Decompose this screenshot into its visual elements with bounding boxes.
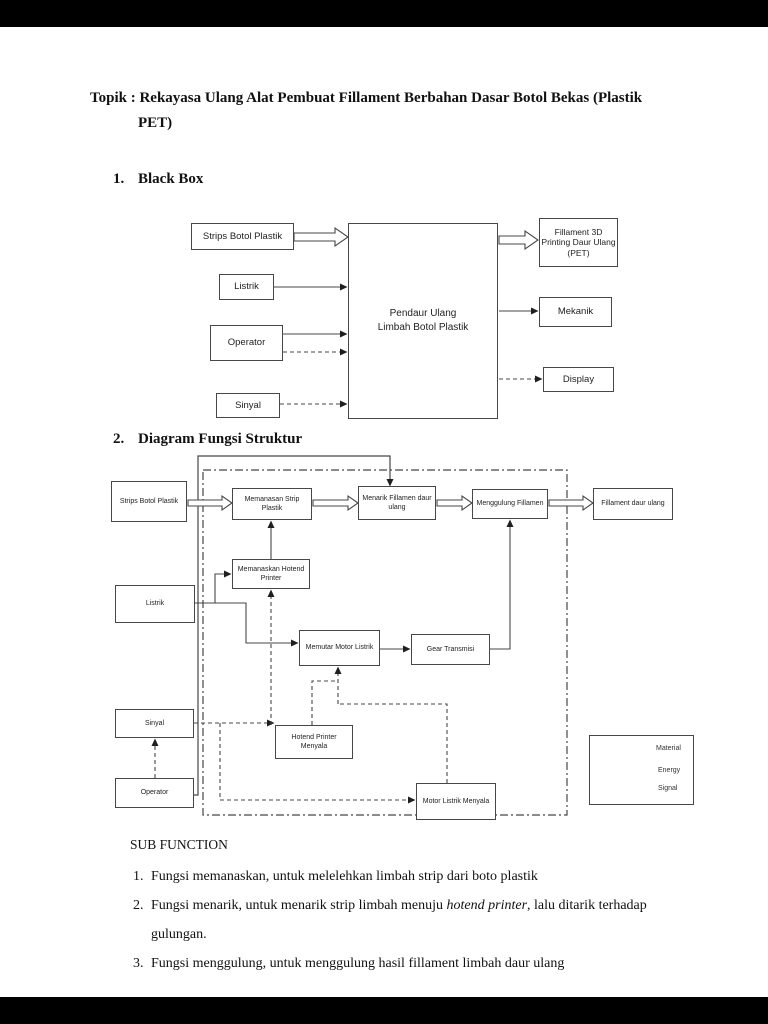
section-number: 1. — [113, 171, 125, 187]
fungsi-listrik: Listrik — [115, 585, 195, 623]
box-label: Operator — [227, 337, 266, 349]
list-item-text-post: , lalu ditarik terhadap gulungan. — [151, 898, 647, 942]
sub-function-list: 1. Fungsi memanaskan, untuk melelehkan l… — [133, 862, 713, 978]
blackbox-input-operator: Operator — [210, 325, 283, 361]
fungsi-strips-botol-plastik: Strips Botol Plastik — [111, 481, 187, 522]
document-title-line2: PET) — [138, 115, 173, 131]
blackbox-input-listrik: Listrik — [219, 274, 274, 300]
fungsi-sinyal: Sinyal — [115, 709, 194, 738]
section-label: Black Box — [138, 171, 204, 187]
material-arrow-menarik-to-menggulung — [436, 494, 473, 512]
signal-motor-menyala-branch — [338, 703, 448, 783]
section-number: 2. — [113, 431, 125, 447]
energy-gear-to-menggulung — [490, 519, 514, 650]
section-label: Diagram Fungsi Struktur — [138, 431, 303, 447]
fungsi-struktur-connectors — [151, 455, 594, 816]
energy-feedback-operator-to-menarik — [194, 455, 394, 796]
box-label: Memutar Motor Listrik — [305, 644, 374, 652]
blackbox-input-strips: Strips Botol Plastik — [191, 223, 294, 250]
list-item: 1. Fungsi memanaskan, untuk melelehkan l… — [133, 862, 713, 891]
fungsi-memanasan-strip: Memanasan Strip Plastik — [232, 488, 312, 520]
black-box-connectors — [274, 226, 543, 408]
blackbox-process: Pendaur Ulang Limbah Botol Plastik — [348, 223, 498, 419]
section-heading-diagram-fungsi: 2. Diagram Fungsi Struktur — [113, 431, 302, 448]
list-item-text-italic: hotend printer — [446, 898, 528, 913]
material-arrow-blackbox-to-fillament — [498, 229, 539, 251]
fungsi-menarik-fillamen: Menarik Fillamen daur ulang — [358, 486, 436, 520]
box-label: Sinyal — [235, 399, 261, 411]
legend-box — [589, 735, 694, 805]
fungsi-gear-transmisi: Gear Transmisi — [411, 634, 490, 665]
box-label: Menarik Fillamen daur ulang — [362, 494, 432, 511]
box-label: Sinyal — [144, 719, 165, 727]
box-label: Strips Botol Plastik — [119, 497, 179, 505]
list-item-number: 2. — [133, 898, 144, 913]
list-item-number: 1. — [133, 869, 144, 884]
fungsi-motor-menyala: Motor Listrik Menyala — [416, 783, 496, 820]
box-label: Listrik — [145, 600, 165, 608]
box-label: Gear Transmisi — [426, 645, 475, 653]
legend-material-label: Material — [656, 745, 681, 752]
box-label: Memanasan Strip Plastik — [244, 495, 300, 512]
legend-energy-label: Energy — [658, 767, 681, 774]
blackbox-output-mekanik: Mekanik — [539, 297, 612, 327]
list-item-text: Fungsi menarik, untuk menarik strip limb… — [151, 891, 696, 949]
system-boundary-dashdot — [202, 469, 568, 816]
fungsi-menggulung-fillamen: Menggulung Fillamen — [472, 489, 548, 519]
fungsi-memanaskan-hotend: Memanaskan Hotend Printer — [232, 559, 310, 589]
box-label: Display — [562, 373, 595, 385]
box-label: Fillament daur ulang — [601, 500, 665, 508]
box-label: Fillament 3D Printing Daur Ulang (PET) — [541, 226, 616, 258]
sub-function-heading: SUB FUNCTION — [130, 837, 228, 852]
box-label: Motor Listrik Menyala — [422, 797, 490, 805]
box-label: Listrik — [234, 281, 259, 293]
box-label: Mekanik — [557, 306, 594, 318]
signal-sinyal-to-motor-menyala — [219, 723, 416, 804]
box-label: Memanaskan Hotend Printer — [237, 565, 305, 582]
blackbox-output-display: Display — [543, 367, 614, 392]
fungsi-hotend-menyala: Hotend Printer Menyala — [275, 725, 353, 759]
material-arrow-strips-to-memanasan — [187, 494, 233, 512]
blackbox-input-sinyal: Sinyal — [216, 393, 280, 418]
box-label: Hotend Printer Menyala — [291, 733, 337, 750]
list-item: 3. Fungsi menggulung, untuk menggulung h… — [133, 949, 713, 978]
box-label: Pendaur Ulang Limbah Botol Plastik — [377, 307, 469, 334]
document-title: Topik : Rekayasa Ulang Alat Pembuat Fill… — [90, 86, 680, 136]
list-item-text: Fungsi memanaskan, untuk melelehkan limb… — [151, 869, 538, 884]
list-item-number: 3. — [133, 956, 144, 971]
box-label: Operator — [140, 789, 169, 797]
material-arrow-memanasan-to-menarik — [312, 494, 359, 512]
section-heading-black-box: 1. Black Box — [113, 171, 203, 188]
energy-listrik-to-memutar — [195, 602, 299, 647]
blackbox-output-fillament: Fillament 3D Printing Daur Ulang (PET) — [539, 218, 618, 267]
box-label: Strips Botol Plastik — [202, 230, 283, 242]
legend-signal-label: Signal — [658, 785, 678, 792]
material-arrow-strips-to-blackbox — [293, 226, 349, 248]
material-arrow-menggulung-to-fillament — [548, 494, 594, 512]
list-item-text-pre: Fungsi menarik, untuk menarik strip limb… — [151, 898, 447, 913]
list-item: 2. Fungsi menarik, untuk menarik strip l… — [133, 891, 713, 949]
energy-listrik-to-heater — [195, 570, 232, 604]
fungsi-fillament-daur-ulang: Fillament daur ulang — [593, 488, 673, 520]
box-label: Menggulung Fillamen — [476, 500, 544, 508]
bottom-letterbox-bar — [0, 997, 768, 1024]
top-letterbox-bar — [0, 0, 768, 27]
document-title-line1: Topik : Rekayasa Ulang Alat Pembuat Fill… — [90, 90, 643, 106]
fungsi-memutar-motor: Memutar Motor Listrik — [299, 630, 380, 666]
signal-hotend-menyala-branch — [311, 680, 338, 725]
fungsi-operator: Operator — [115, 778, 194, 808]
list-item-text: Fungsi menggulung, untuk menggulung hasi… — [151, 956, 565, 971]
